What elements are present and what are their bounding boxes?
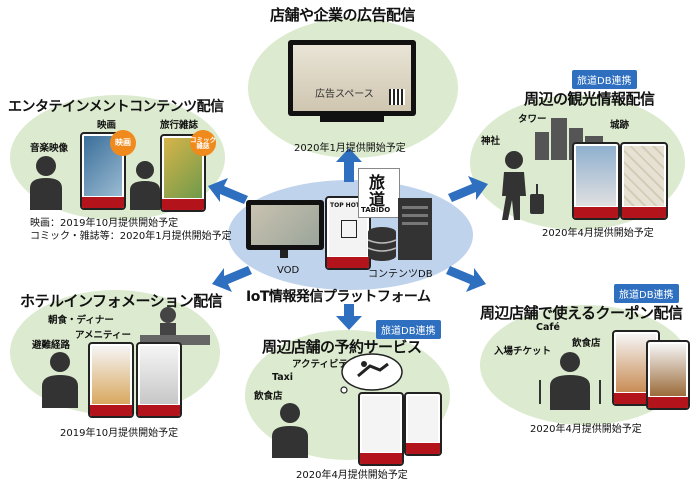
hotel-info-phone-1	[88, 342, 134, 418]
tourism-title: 周辺の観光情報配信	[524, 90, 655, 108]
vod-label: VOD	[277, 265, 300, 276]
entertainment-badge-movie: 映画	[110, 130, 136, 156]
coupon-badge: 旅道DB連携	[614, 284, 679, 303]
arrow-to-tourism	[448, 176, 488, 202]
platform-label: IoT情報発信プラットフォーム	[246, 289, 431, 305]
tourism-label-shrine: 神社	[481, 136, 501, 147]
entertainment-label-video: 映画	[97, 120, 117, 131]
reservation-badge: 旅道DB連携	[376, 320, 441, 339]
contents-db-label: コンテンツDB	[368, 269, 433, 280]
tourism-label-castle: 城跡	[610, 120, 630, 131]
hotel-info-title: ホテルインフォメーション配信	[20, 292, 223, 310]
tabido-kanji-2: 道	[369, 190, 386, 209]
person-icon-reservation	[272, 403, 308, 458]
tourism-phone-map	[620, 142, 668, 220]
hotel-info-label-breakfast: 朝食・ディナー	[48, 315, 114, 326]
entertainment-title: エンタテインメントコンテンツ配信	[8, 99, 224, 115]
ads-monitor-stand	[320, 116, 384, 122]
ads-screen-text: 広告スペース	[315, 89, 374, 100]
hotel-info-label-amenity: アメニティー	[75, 330, 131, 341]
hub-hotel-phone-icon	[341, 220, 357, 238]
coupon-title: 周辺店舗で使えるクーポン配信	[480, 304, 683, 322]
thought-bubble-icon	[340, 353, 403, 394]
vod-monitor-stand	[280, 250, 288, 258]
tourism-label-tower: タワー	[518, 114, 547, 125]
tabido-logo-text: TABiDO	[361, 206, 391, 214]
arrow-to-reservation	[336, 304, 362, 330]
arrow-to-entertainment	[208, 178, 248, 204]
tabido-logo-box: 旅 道 TABiDO	[358, 168, 400, 218]
reservation-phone-2	[404, 392, 442, 456]
entertainment-label-music: 音楽映像	[30, 143, 69, 154]
tourism-date: 2020年4月提供開始予定	[542, 228, 654, 239]
reservation-label-restaurant: 飲食店	[254, 391, 283, 402]
person-icon-reader	[130, 161, 160, 210]
tourism-phone-1	[572, 142, 620, 220]
hotel-staff-icon	[140, 307, 210, 345]
hotel-info-phone-2	[136, 342, 182, 418]
hub-hotel-phone-title: TOP HOTEL	[330, 202, 368, 209]
person-icon-hotel-guest	[42, 352, 78, 408]
reservation-label-activity: アクティビティ	[292, 359, 357, 370]
hotel-info-date: 2019年10月提供開始予定	[60, 428, 179, 439]
server-icon	[398, 198, 432, 260]
ads-date: 2020年1月提供開始予定	[294, 143, 406, 154]
reservation-date: 2020年4月提供開始予定	[296, 470, 408, 481]
reservation-label-taxi: Taxi	[272, 372, 294, 383]
coupon-date: 2020年4月提供開始予定	[530, 424, 642, 435]
person-icon-entertainment	[30, 156, 62, 210]
entertainment-badge-comic: コミック雑誌	[190, 130, 216, 156]
coupon-label-ticket: 入場チケット	[494, 346, 552, 357]
reservation-title: 周辺店舗の予約サービス	[262, 338, 422, 356]
person-icon-coupon	[539, 352, 601, 410]
arrow-to-ads	[336, 148, 362, 182]
entertainment-date-line1: 映画：2019年10月提供開始予定	[30, 218, 179, 229]
arrow-to-coupon	[446, 266, 486, 292]
vod-monitor	[246, 200, 324, 250]
database-icon	[367, 227, 397, 261]
coupon-phone-2	[646, 340, 690, 410]
ads-title: 店舗や企業の広告配信	[270, 6, 416, 24]
ads-qr-icon	[389, 89, 405, 105]
coupon-label-restaurant: 飲食店	[572, 338, 601, 349]
ads-monitor: 広告スペース	[288, 40, 416, 116]
tourism-badge: 旅道DB連携	[572, 70, 637, 89]
arrow-to-hotel-info	[212, 266, 252, 292]
reservation-phone-1	[358, 392, 404, 466]
entertainment-date-line2: コミック・雑誌等：2020年1月提供開始予定	[30, 231, 232, 242]
coupon-label-cafe: Café	[536, 322, 560, 333]
hotel-info-label-evacuation: 避難経路	[32, 340, 71, 351]
traveler-icon	[502, 151, 544, 220]
entertainment-label-magazine: 旅行雑誌	[160, 120, 199, 131]
tabido-kanji-1: 旅	[369, 173, 386, 192]
